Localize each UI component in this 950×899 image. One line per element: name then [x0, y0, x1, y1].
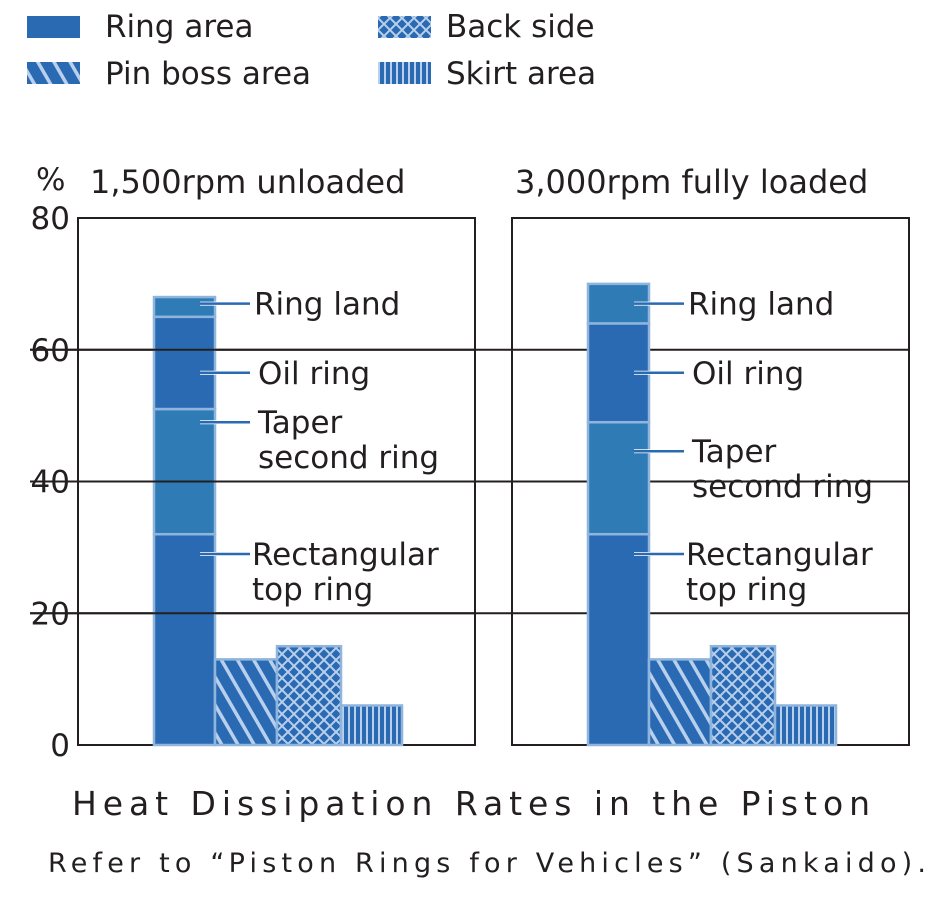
legend-swatch-crosshatch [378, 16, 431, 38]
segment-label: Ring land [254, 287, 400, 323]
bar-segment-oil-ring [152, 315, 217, 411]
y-tick-label: 0 [50, 728, 70, 764]
bar-segment-taper-second-ring [152, 407, 217, 536]
legend-label: Pin boss area [105, 56, 311, 92]
y-tick-label: 80 [31, 201, 70, 237]
bar-segment-ring-land [152, 295, 217, 319]
segment-label: top ring [252, 572, 373, 608]
bar-back-side [275, 644, 343, 747]
chart-title: Heat Dissipation Rates in the Piston [72, 784, 870, 823]
bar-skirt-area [773, 704, 838, 747]
segment-label: Oil ring [692, 356, 804, 392]
bar-segment-rectangular-top-ring [586, 532, 651, 747]
segment-label: Oil ring [258, 356, 370, 392]
bar-segment-rectangular-top-ring [152, 532, 217, 747]
segment-label: second ring [692, 469, 873, 505]
bar-segment-taper-second-ring [586, 420, 651, 536]
panel-title: 1,500rpm unloaded [90, 163, 405, 201]
panel-title: 3,000rpm fully loaded [515, 163, 868, 201]
segment-label: Taper [691, 434, 777, 470]
legend-swatch-diagonal [27, 62, 80, 84]
bar-skirt-area [339, 704, 404, 747]
legend-swatch-vertical [378, 62, 431, 84]
segment-label: Taper [257, 405, 343, 441]
segment-label: Rectangular [252, 537, 439, 573]
legend-swatch-solid [27, 16, 80, 38]
y-axis-unit-label: % [36, 162, 65, 198]
segment-label: second ring [258, 440, 439, 476]
bar-pin-boss-area [647, 658, 713, 747]
chart-source: Refer to “Piston Rings for Vehicles” (Sa… [48, 848, 926, 879]
bar-pin-boss-area [213, 658, 279, 747]
segment-label: Rectangular [686, 537, 873, 573]
segment-label: top ring [686, 572, 807, 608]
legend-label: Back side [446, 9, 595, 45]
legend-label: Skirt area [446, 56, 596, 92]
legend-label: Ring area [105, 9, 253, 45]
bar-back-side [709, 644, 777, 747]
segment-label: Ring land [688, 287, 834, 323]
